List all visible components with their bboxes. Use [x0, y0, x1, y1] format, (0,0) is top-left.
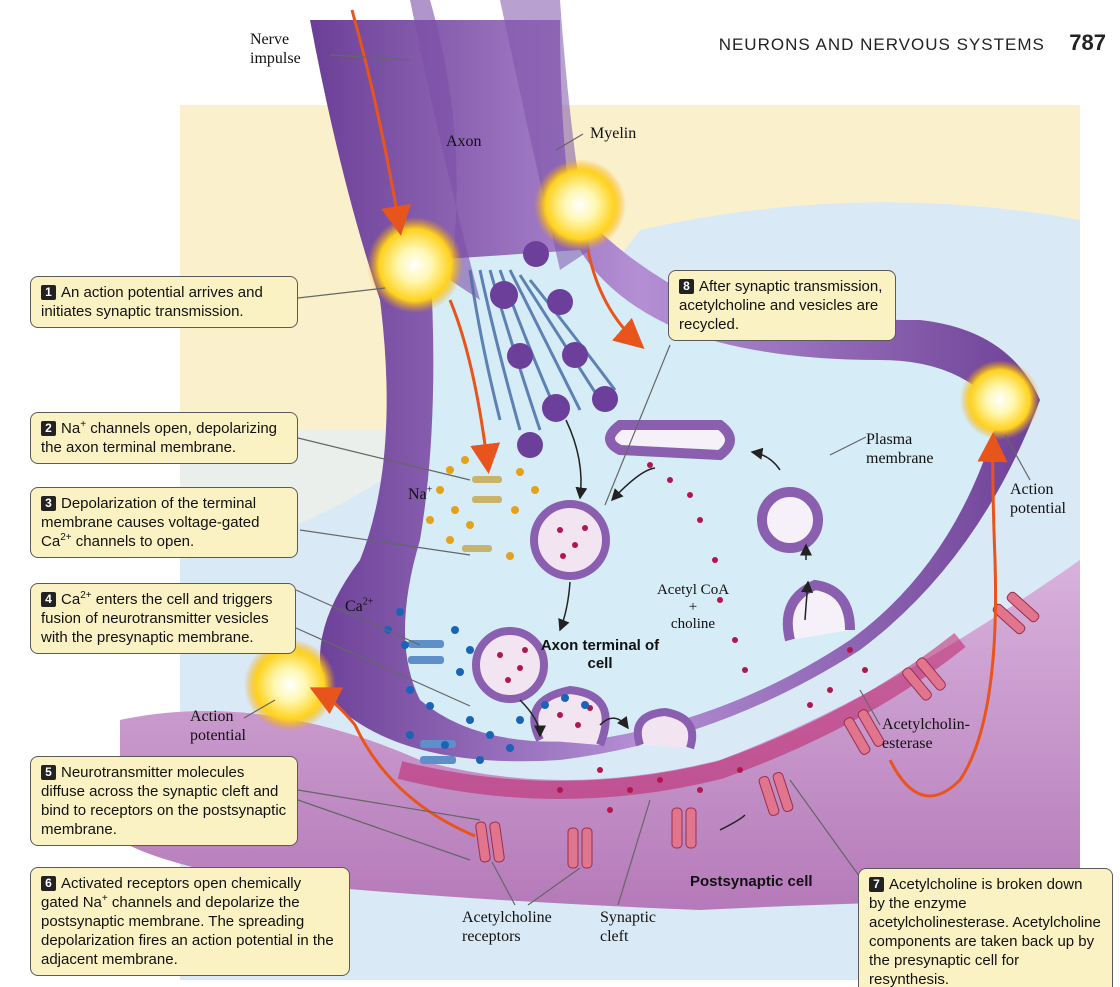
label-calcium: Ca2+	[345, 597, 373, 616]
step-7-text: Acetylcholine is broken down by the enzy…	[869, 876, 1101, 987]
label-acetylcholine-receptors: Acetylcholine receptors	[462, 908, 572, 946]
step-5-text: Neurotransmitter molecules diffuse acros…	[41, 764, 286, 838]
label-acetyl-coa-choline: Acetyl CoA + choline	[648, 582, 738, 633]
step-5-badge: 5	[41, 765, 56, 780]
step-8-badge: 8	[679, 279, 694, 294]
step-1-text: An action potential arrives and initiate…	[41, 284, 263, 320]
label-sodium: Na+	[408, 485, 432, 504]
label-synaptic-cleft: Synaptic cleft	[600, 908, 675, 946]
page-number: 787	[1069, 30, 1106, 55]
label-postsynaptic-cell: Postsynaptic cell	[690, 872, 813, 891]
step-6-badge: 6	[41, 876, 56, 891]
step-1-badge: 1	[41, 285, 56, 300]
label-axon-terminal: Axon terminal of cell	[540, 637, 660, 673]
label-myelin: Myelin	[590, 124, 636, 143]
step-2-badge: 2	[41, 421, 56, 436]
label-acetylcholinesterase: Acetylcholin-esterase	[882, 715, 987, 753]
label-action-potential-right: Action potential	[1010, 480, 1080, 518]
step-8-text: After synaptic transmission, acetylcholi…	[679, 278, 882, 333]
page-header: NEURONS AND NERVOUS SYSTEMS 787	[719, 30, 1106, 56]
step-7-badge: 7	[869, 877, 884, 892]
step-3-badge: 3	[41, 496, 56, 511]
label-nerve-impulse: Nerve impulse	[250, 30, 340, 68]
label-action-potential-left: Action potential	[190, 707, 270, 745]
running-title: NEURONS AND NERVOUS SYSTEMS	[719, 35, 1045, 54]
label-plasma-membrane: Plasma membrane	[866, 430, 956, 468]
step-4-badge: 4	[41, 592, 56, 607]
label-axon: Axon	[446, 132, 482, 151]
